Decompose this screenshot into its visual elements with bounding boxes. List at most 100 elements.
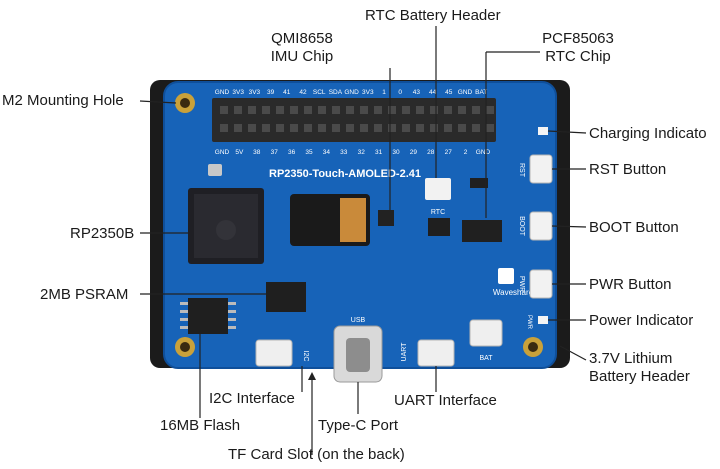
header-pin (290, 124, 298, 132)
label-battery-line2: Battery Header (589, 368, 690, 385)
label-pwr-button: PWR Button (589, 276, 672, 293)
header-pin (444, 106, 452, 114)
svg-text:RTC: RTC (431, 209, 445, 216)
rtc-battery-header: RTC (425, 178, 451, 216)
pin-label-top: GND (215, 89, 230, 96)
pin-label-top: SCL (313, 89, 326, 96)
label-16mb-flash: 16MB Flash (160, 417, 241, 434)
header-pin (360, 124, 368, 132)
pin-label-bottom: 2 (464, 149, 468, 156)
label-imu-chip: QMI8658 IMU Chip (250, 30, 354, 66)
header-pin (248, 106, 256, 114)
header-pin (220, 124, 228, 132)
header-pin (360, 106, 368, 114)
pin-label-bottom: 27 (445, 149, 453, 156)
svg-text:PWR: PWR (526, 315, 532, 330)
crystal (208, 164, 222, 176)
header-pin (402, 106, 410, 114)
header-pin (346, 124, 354, 132)
header-pin (276, 106, 284, 114)
header-pin (430, 124, 438, 132)
pin-label-bottom: 34 (323, 149, 331, 156)
svg-text:BOOT: BOOT (518, 216, 525, 237)
pin-label-bottom: 35 (305, 149, 313, 156)
pin-label-top: 43 (413, 89, 421, 96)
waveshare-logo: Waveshare (493, 268, 534, 297)
label-imu-line1: QMI8658 (271, 30, 333, 47)
header-pin (416, 106, 424, 114)
mounting-hole-top-left (175, 93, 195, 113)
svg-text:I2C: I2C (302, 351, 309, 362)
pin-label-bottom: 29 (410, 149, 418, 156)
header-pin (402, 124, 410, 132)
header-pin (486, 106, 494, 114)
mounting-hole-bottom-left (175, 337, 195, 357)
header-pin (220, 106, 228, 114)
pin-label-bottom: 33 (340, 149, 348, 156)
label-charging-indicator: Charging Indicato (589, 125, 707, 142)
battery-connector: BAT (469, 319, 503, 362)
label-2mb-psram: 2MB PSRAM (40, 286, 129, 303)
rp2350b-chip (188, 188, 264, 264)
header-pin (332, 124, 340, 132)
pin-label-bottom: 37 (271, 149, 279, 156)
header-pin (472, 124, 480, 132)
pin-label-bottom: 38 (253, 149, 261, 156)
label-rtc-chip: PCF85063 RTC Chip (528, 30, 628, 66)
header-pin (304, 124, 312, 132)
rtc-chip (428, 218, 450, 236)
board-silkscreen-name: RP2350-Touch-AMOLED-2.41 (269, 168, 421, 180)
pin-label-top: SDA (329, 89, 343, 96)
label-m2-mounting-hole: M2 Mounting Hole (2, 92, 124, 109)
label-rtc-battery-header: RTC Battery Header (365, 7, 501, 24)
leader-lines (139, 26, 587, 455)
label-i2c-interface: I2C Interface (209, 390, 295, 407)
header-pin (346, 106, 354, 114)
header-pin (388, 106, 396, 114)
svg-text:UART: UART (401, 342, 408, 362)
pin-label-top: GND (458, 89, 473, 96)
header-pin (430, 106, 438, 114)
header-pin (290, 106, 298, 114)
label-power-indicator: Power Indicator (589, 312, 694, 329)
pin-label-top: 39 (267, 89, 275, 96)
pin-label-bottom: 5V (235, 149, 244, 156)
power-led (538, 316, 548, 324)
header-pin (262, 124, 270, 132)
label-rp2350b: RP2350B (70, 225, 135, 242)
header-pin (318, 106, 326, 114)
header-pin (332, 106, 340, 114)
pin-label-top: 3V3 (232, 89, 244, 96)
pin-label-top: 42 (299, 89, 307, 96)
pin-label-top: 41 (283, 89, 291, 96)
label-uart-interface: UART Interface (394, 392, 497, 409)
pin-label-bottom: 28 (427, 149, 435, 156)
svg-text:RST: RST (518, 163, 525, 178)
header-pin (234, 106, 242, 114)
svg-text:USB: USB (351, 317, 366, 324)
label-battery-header: 3.7V Lithium Battery Header (589, 350, 690, 386)
header-pin (262, 106, 270, 114)
pin-label-bottom: 30 (392, 149, 400, 156)
boot-button (529, 211, 553, 241)
pin-label-top: 1 (382, 89, 386, 96)
psram-chip (266, 282, 306, 312)
header-pin (234, 124, 242, 132)
pin-label-top: 3V3 (362, 89, 374, 96)
label-rst-button: RST Button (589, 161, 667, 178)
label-battery-line1: 3.7V Lithium (589, 350, 673, 367)
pin-label-top: BAT (475, 89, 487, 96)
charging-led (538, 127, 548, 135)
pin-label-top: 3V3 (249, 89, 261, 96)
header-pin (458, 106, 466, 114)
pin-label-bottom: GND (215, 149, 230, 156)
label-rtc-chip-line2: RTC Chip (545, 48, 611, 65)
svg-text:Waveshare: Waveshare (493, 288, 534, 297)
pwr-button (529, 269, 553, 299)
svg-text:PWR: PWR (518, 276, 525, 292)
pin-label-top: 45 (445, 89, 453, 96)
mounting-hole-bottom-right (523, 337, 543, 357)
gpio-header (212, 98, 496, 142)
